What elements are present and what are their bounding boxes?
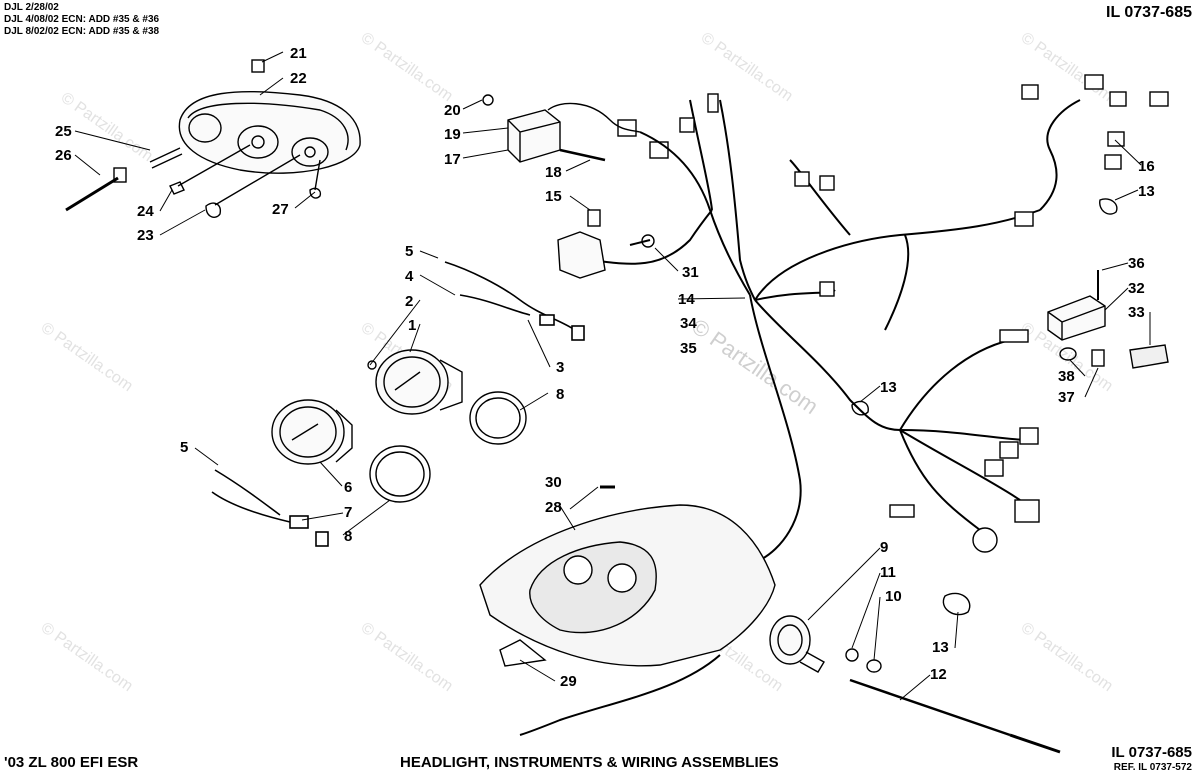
callout-27: 27 <box>272 201 289 218</box>
hose-clamp <box>851 400 869 416</box>
ecu-module <box>1047 270 1169 369</box>
callout-4: 4 <box>405 268 414 285</box>
illustration-id-bottom: IL 0737-685 <box>1111 744 1192 761</box>
callout-11: 11 <box>880 564 896 581</box>
callout-16: 16 <box>1138 158 1155 175</box>
connectors <box>679 74 1169 553</box>
callout-25: 25 <box>55 123 72 140</box>
callout-6: 6 <box>344 479 352 496</box>
revision-notes: DJL 2/28/02 DJL 4/08/02 ECN: ADD #35 & #… <box>4 2 159 38</box>
watermark: © Partzilla.com <box>58 89 156 165</box>
gauge-speedometer <box>271 399 353 465</box>
revision-note: DJL 4/08/02 ECN: ADD #35 & #36 <box>4 14 160 25</box>
gauge-wiring <box>211 261 585 547</box>
callout-5b: 5 <box>180 439 188 456</box>
callout-33: 33 <box>1128 304 1145 321</box>
callout-21: 21 <box>290 45 307 62</box>
model-label: '03 ZL 800 EFI ESR <box>4 754 139 771</box>
watermark: © Partzilla.com <box>38 319 136 395</box>
wiring-harness <box>519 99 1081 736</box>
leader-lines <box>74 51 1151 701</box>
callout-17: 17 <box>444 151 461 168</box>
callout-18: 18 <box>545 164 562 181</box>
parts-drawing <box>65 51 1169 754</box>
callout-20: 20 <box>444 102 461 119</box>
callout-23: 23 <box>137 227 154 244</box>
callout-22: 22 <box>290 70 307 87</box>
relay-fuse <box>557 209 655 279</box>
callout-14: 14 <box>678 291 695 308</box>
headlight-assembly <box>65 59 361 218</box>
callout-7: 7 <box>344 504 352 521</box>
callout-2: 2 <box>405 293 413 310</box>
callout-29: 29 <box>560 673 577 690</box>
callout-30: 30 <box>545 474 562 491</box>
watermark: © Partzilla.com <box>38 619 136 695</box>
callout-19: 19 <box>444 126 461 143</box>
callout-35: 35 <box>680 340 697 357</box>
revision-note: DJL 2/28/02 <box>4 2 59 13</box>
callout-13b: 13 <box>880 379 897 396</box>
callout-labels: 1 2 3 4 5 5 6 7 8 8 9 10 11 12 13 13 13 … <box>55 45 1155 690</box>
callout-13c: 13 <box>932 639 949 656</box>
hose-clamp <box>1099 198 1118 215</box>
watermark: © Partzilla.com <box>358 29 456 105</box>
gauge-tachometer <box>367 349 463 415</box>
callout-26: 26 <box>55 147 72 164</box>
callout-12: 12 <box>930 666 947 683</box>
callout-3: 3 <box>556 359 564 376</box>
callout-28: 28 <box>545 499 562 516</box>
callout-36: 36 <box>1128 255 1145 272</box>
callout-8b: 8 <box>344 528 352 545</box>
callout-13a: 13 <box>1138 183 1155 200</box>
callout-34: 34 <box>680 315 697 332</box>
gauge-bezels <box>369 391 527 503</box>
callout-10: 10 <box>885 588 902 605</box>
illustration-id-top: IL 0737-685 <box>1106 4 1192 21</box>
watermark: © Partzilla.com <box>1018 619 1116 695</box>
regulator-assembly <box>482 94 669 163</box>
key-switch-assembly <box>769 592 1061 754</box>
callout-37: 37 <box>1058 389 1075 406</box>
callout-24: 24 <box>137 203 154 220</box>
diagram-title: HEADLIGHT, INSTRUMENTS & WIRING ASSEMBLI… <box>400 754 779 771</box>
callout-31: 31 <box>682 264 699 281</box>
callout-15: 15 <box>545 188 562 205</box>
watermark-center: © Partzilla.com <box>687 314 823 420</box>
callout-38: 38 <box>1058 368 1075 385</box>
revision-note: DJL 8/02/02 ECN: ADD #35 & #38 <box>4 26 160 37</box>
callout-8a: 8 <box>556 386 564 403</box>
watermark: © Partzilla.com <box>358 619 456 695</box>
callout-1: 1 <box>408 317 416 334</box>
callout-5a: 5 <box>405 243 413 260</box>
callout-9: 9 <box>880 539 888 556</box>
callout-32: 32 <box>1128 280 1145 297</box>
reference-id: REF. IL 0737-572 <box>1113 762 1192 773</box>
dash-panel <box>479 485 776 667</box>
